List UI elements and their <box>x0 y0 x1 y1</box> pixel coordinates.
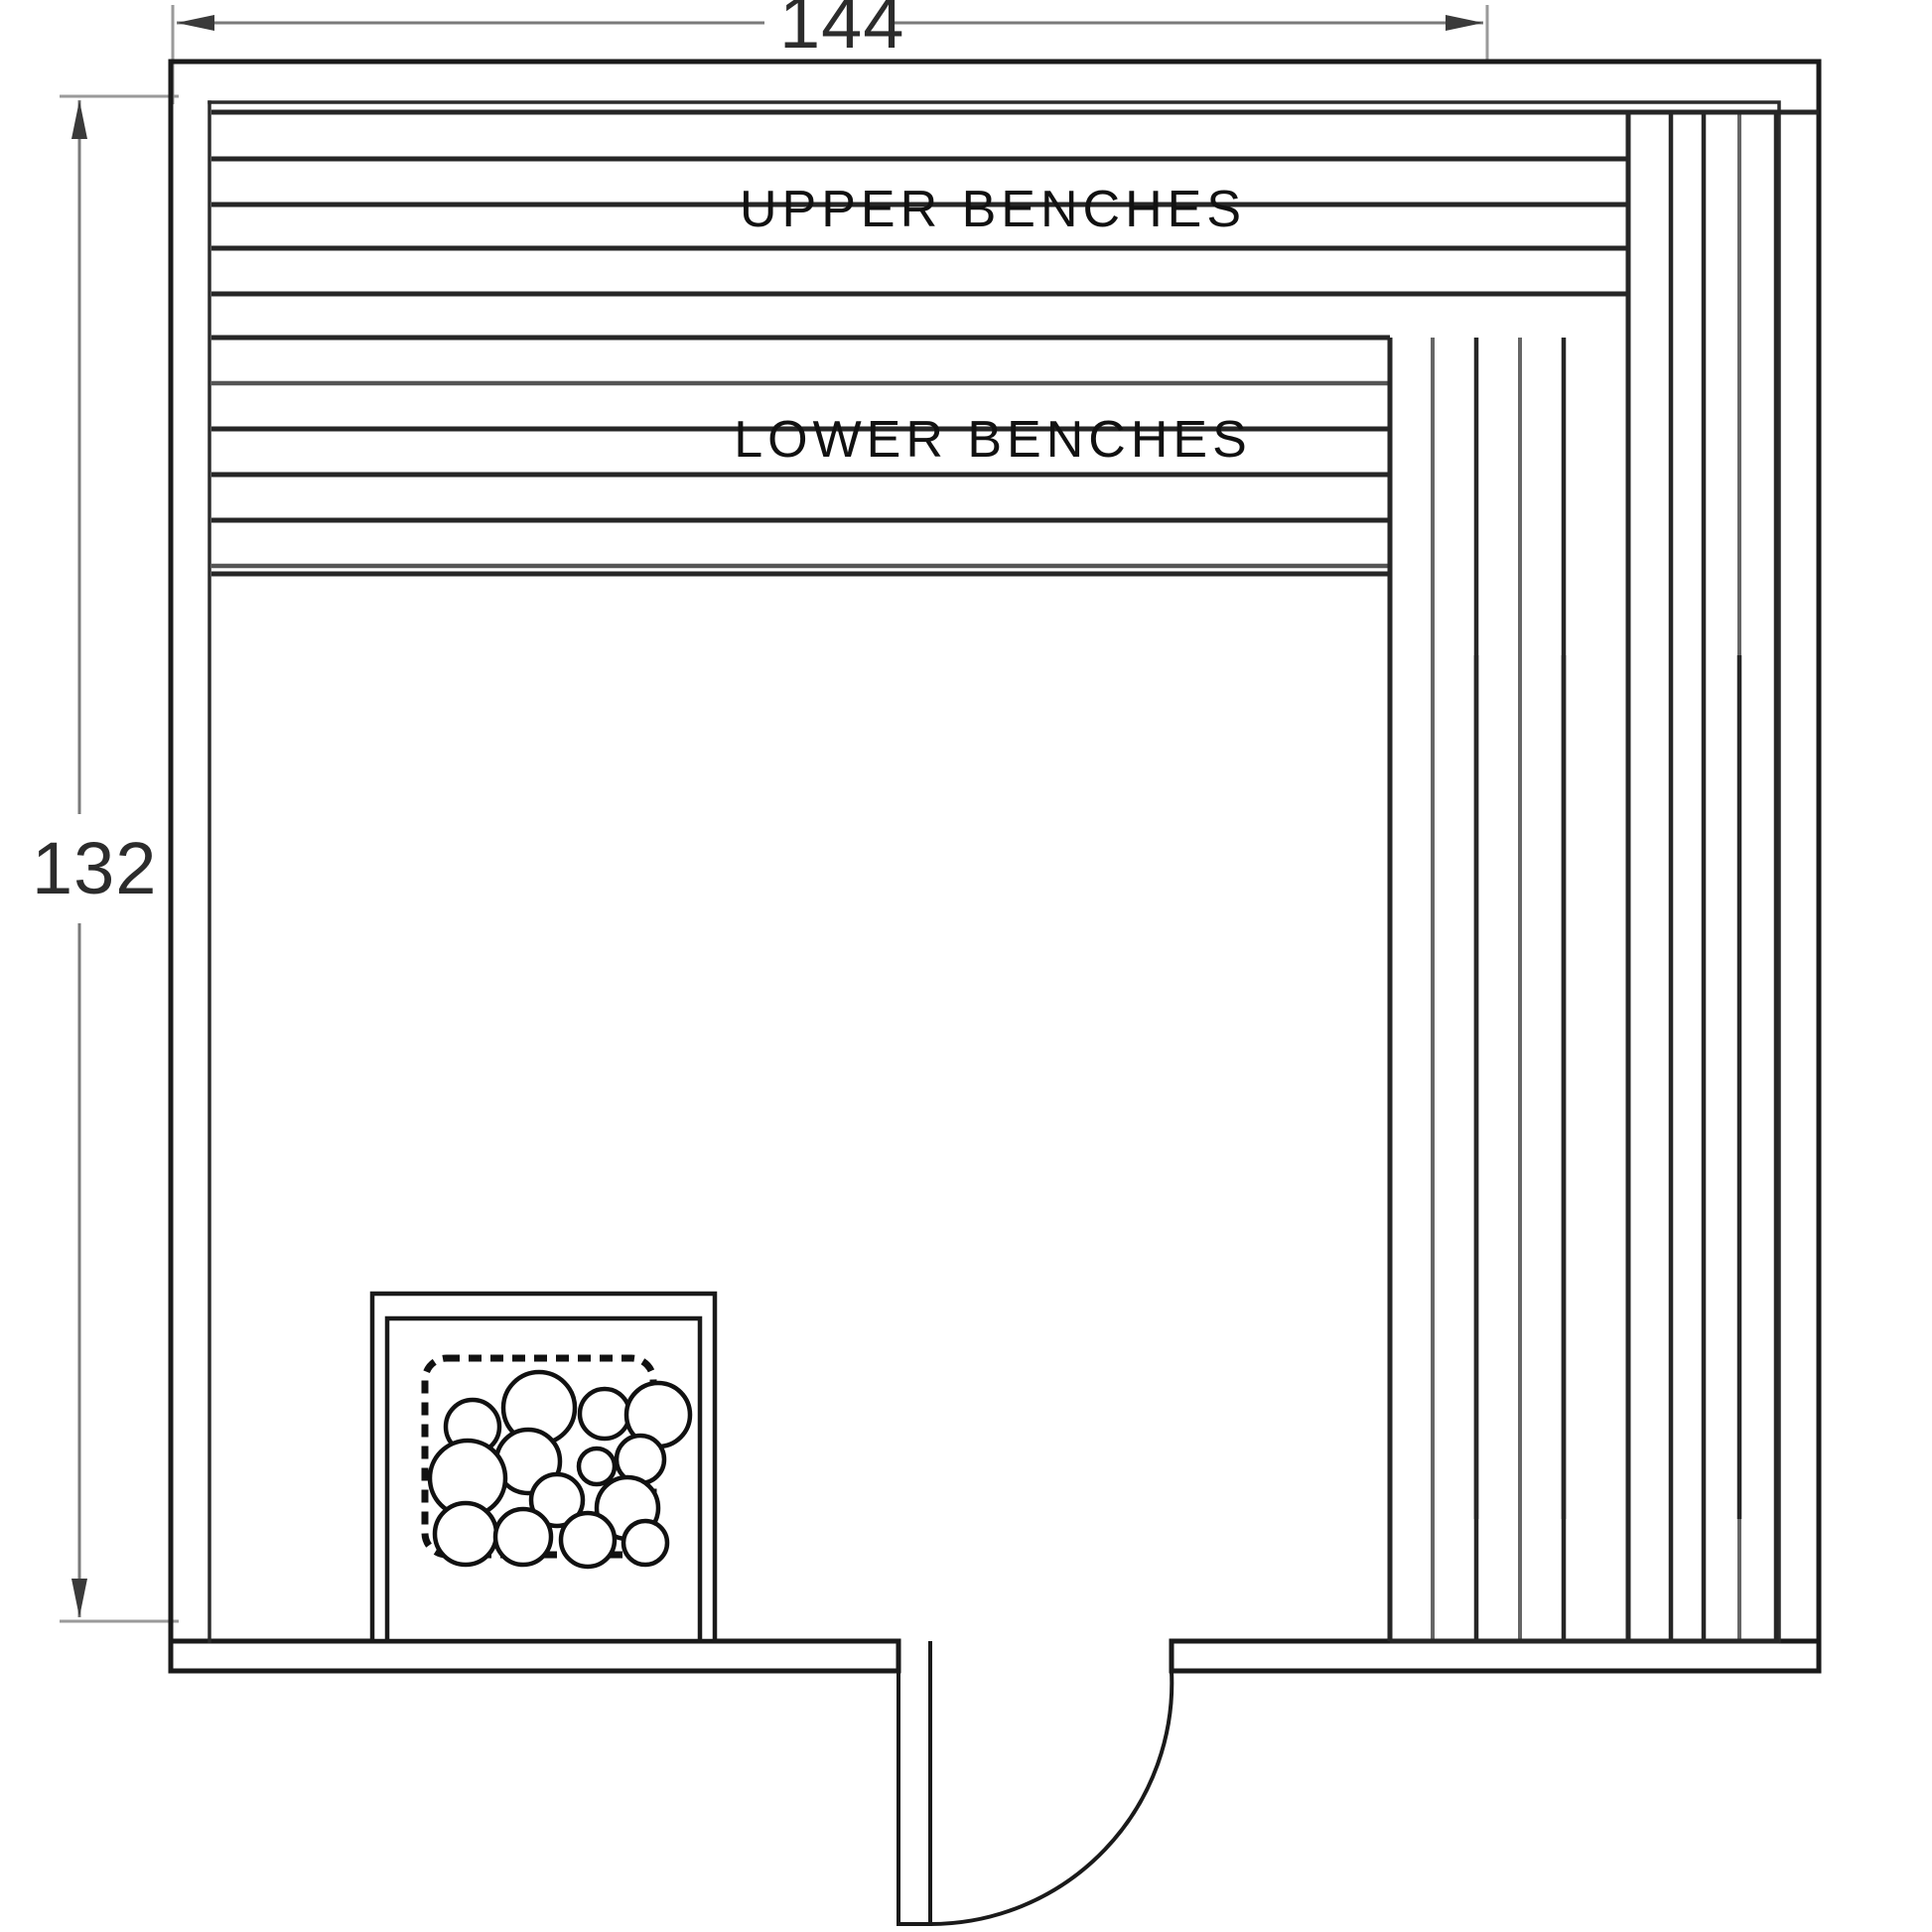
heater-rock <box>558 1510 618 1570</box>
dimension-height-text: 132 <box>32 827 157 909</box>
heater-rock <box>621 1518 670 1568</box>
dimension-width-144: 144 <box>171 0 1489 104</box>
dimension-width-text: 144 <box>779 0 904 64</box>
dimension-height-132: 132 <box>32 94 179 1623</box>
dim-arrow-right <box>1446 15 1483 31</box>
door-leaf <box>897 1641 932 1926</box>
sauna-heater <box>369 1291 718 1644</box>
heater-rock <box>576 1446 618 1487</box>
heater-rock <box>528 1471 586 1529</box>
inner-wall-face <box>207 100 1781 1643</box>
dim-arrow-bottom <box>71 1579 87 1617</box>
heater-rock <box>432 1500 499 1568</box>
dim-arrow-left <box>177 15 214 31</box>
upper-benches-group: UPPER BENCHES <box>211 109 1628 386</box>
heater-rocks <box>427 1369 693 1570</box>
door-assembly <box>897 1641 1174 1927</box>
door-swing-arc <box>929 1670 1174 1927</box>
upper-benches-label: UPPER BENCHES <box>740 181 1246 238</box>
dim-arrow-top <box>71 100 87 139</box>
heater-rock <box>492 1506 554 1568</box>
right-benches-group <box>1387 109 1819 1644</box>
lower-benches-label: LOWER BENCHES <box>734 411 1252 469</box>
lower-benches-group: LOWER BENCHES <box>211 411 1390 577</box>
heater-rock <box>577 1386 632 1442</box>
